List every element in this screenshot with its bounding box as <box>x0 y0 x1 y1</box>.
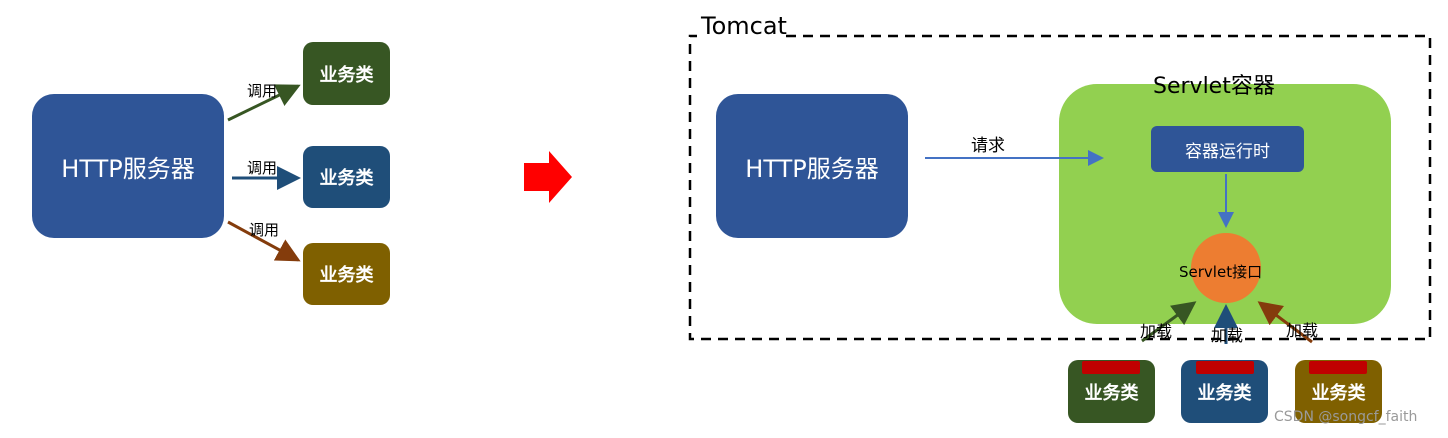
load-label: 加载 <box>1211 326 1244 345</box>
call-label: 调用 <box>249 221 280 239</box>
call-label: 调用 <box>247 82 278 100</box>
call-label: 调用 <box>247 159 278 177</box>
call-arrow-3 <box>227 220 301 262</box>
watermark: CSDN @songcf_faith <box>1274 409 1418 425</box>
business-class-label: 业务类 <box>1084 382 1139 404</box>
http-server-label: HTTP服务器 <box>61 154 195 183</box>
container-runtime-label: 容器运行时 <box>1185 141 1270 162</box>
container-runtime-box: 容器运行时 <box>1151 126 1304 172</box>
http-server-box-tomcat: HTTP服务器 <box>716 94 908 238</box>
business-class-label: 业务类 <box>1311 382 1366 404</box>
load-arrow-1 <box>1141 301 1197 343</box>
call-arrow-1 <box>227 84 301 122</box>
business-class-box-brown: 业务类 <box>303 243 390 305</box>
class-tag-marker <box>1082 361 1140 374</box>
business-class-box-green-loaded: 业务类 <box>1068 360 1155 423</box>
business-class-label: 业务类 <box>319 64 374 86</box>
tomcat-frame <box>688 34 1432 341</box>
load-label: 加载 <box>1286 321 1319 340</box>
servlet-interface-label: Servlet接口 <box>1179 263 1263 281</box>
business-class-box-green: 业务类 <box>303 42 390 105</box>
transition-arrow <box>524 151 572 203</box>
business-class-label: 业务类 <box>319 168 374 189</box>
business-class-label: 业务类 <box>1197 382 1252 404</box>
tomcat-label: Tomcat <box>701 12 787 40</box>
servlet-interface-circle <box>1191 233 1261 303</box>
load-label: 加载 <box>1140 322 1173 341</box>
request-label: 请求 <box>971 136 1005 156</box>
business-class-box-blue: 业务类 <box>303 146 390 208</box>
business-class-label: 业务类 <box>319 265 374 286</box>
load-arrow-3 <box>1257 301 1313 344</box>
http-server-label: HTTP服务器 <box>745 154 879 183</box>
class-tag-marker <box>1196 361 1254 374</box>
http-server-box: HTTP服务器 <box>32 94 224 238</box>
business-class-box-blue-loaded: 业务类 <box>1181 360 1268 423</box>
class-tag-marker <box>1309 361 1367 374</box>
servlet-container-label: Servlet容器 <box>1153 74 1275 99</box>
